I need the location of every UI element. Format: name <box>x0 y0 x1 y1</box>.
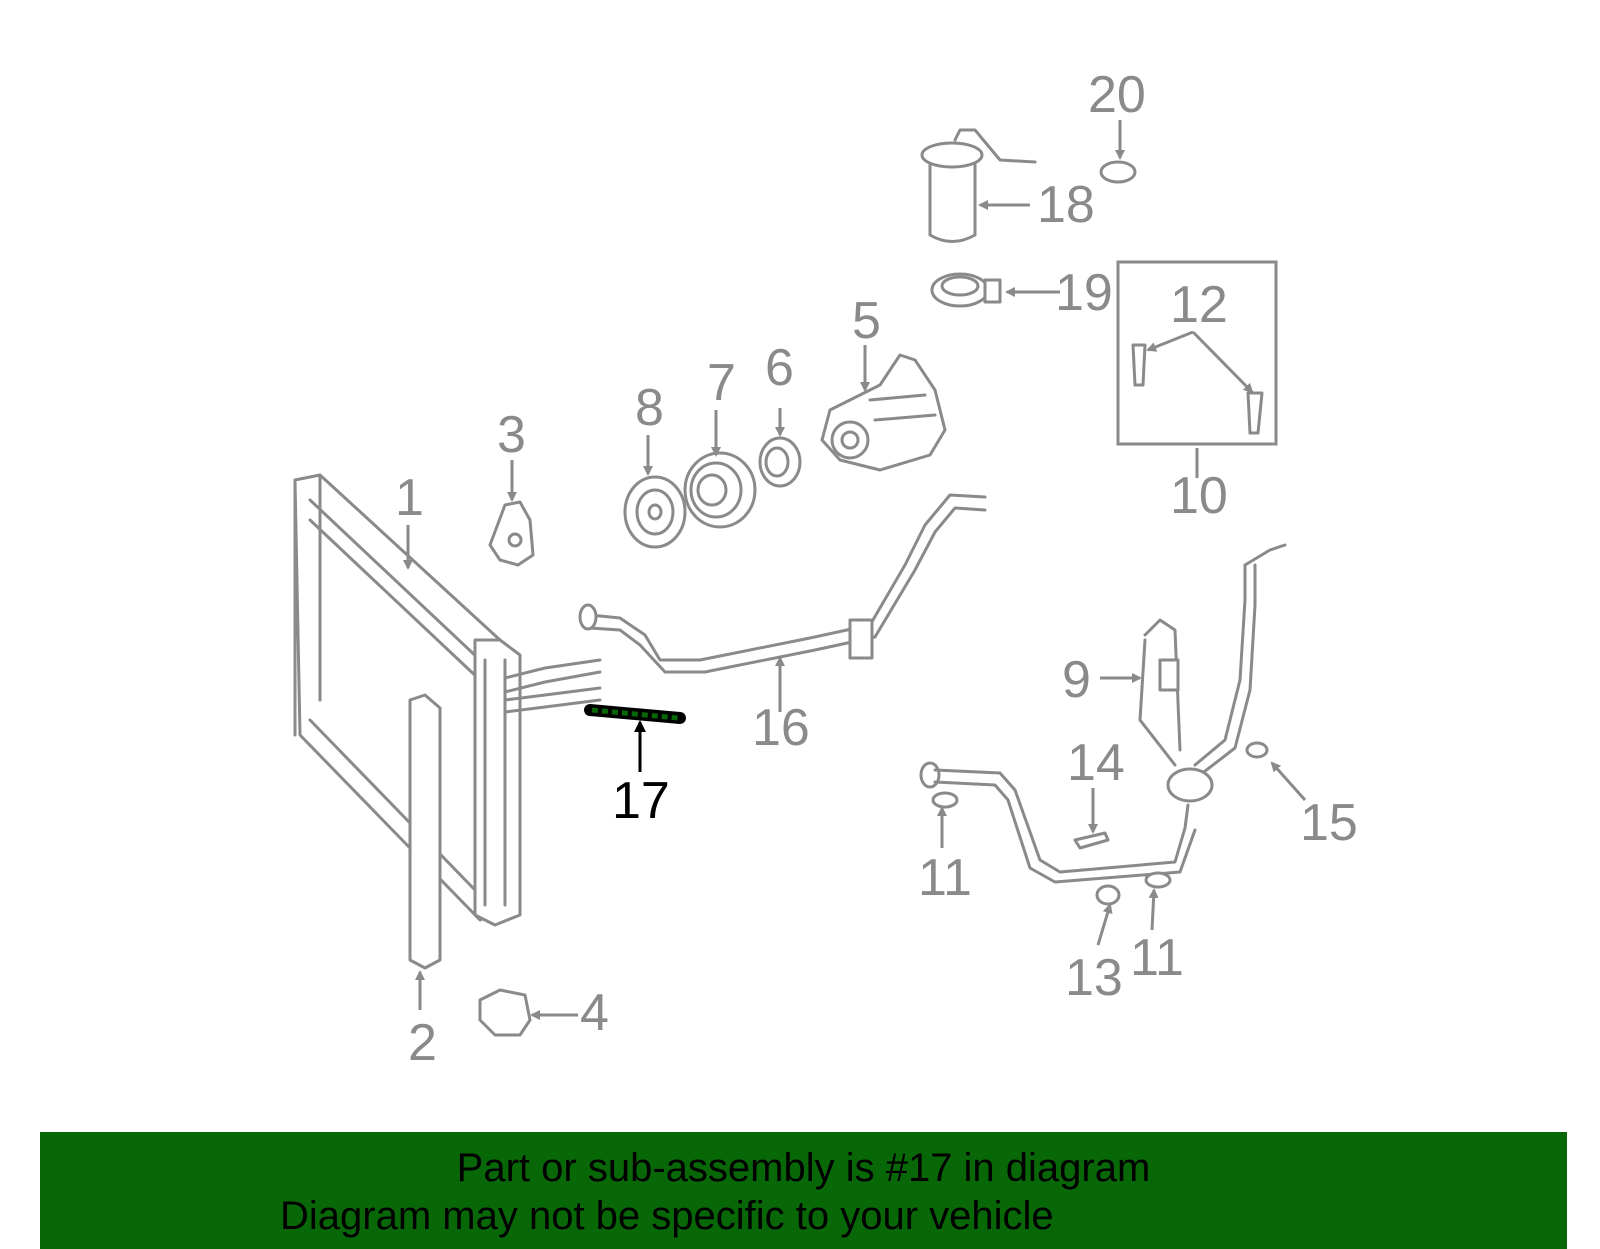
part-20-cap <box>1099 160 1137 184</box>
part-19-clamp <box>930 272 1002 308</box>
callout-1: 1 <box>395 469 424 527</box>
banner-line-part: Part or sub-assembly is #17 in diagram <box>456 1146 1151 1190</box>
part-5-compressor <box>820 353 947 472</box>
part-14-valve <box>1073 831 1110 850</box>
callout-numbers: 1 2 3 4 5 6 7 8 9 10 11 11 11 12 13 14 1… <box>395 66 1358 1072</box>
part-18-drier <box>920 128 1037 243</box>
condenser-tubes <box>503 658 602 714</box>
part-9-hose <box>1138 543 1287 803</box>
callout-2: 2 <box>408 1014 437 1072</box>
callout-16: 16 <box>752 699 810 757</box>
banner-line-disclaimer: Diagram may not be specific to your vehi… <box>280 1194 1054 1238</box>
callout-13: 13 <box>1065 949 1123 1007</box>
part-4-mount <box>478 988 532 1037</box>
part-2-bracket <box>408 693 442 970</box>
callout-3: 3 <box>497 406 526 464</box>
part-8-pulley <box>623 475 687 549</box>
callout-18: 18 <box>1037 176 1095 234</box>
part-10-bolt-kit <box>1116 260 1278 446</box>
callout-4: 4 <box>580 984 609 1042</box>
callout-7: 7 <box>707 354 736 412</box>
part-17-hose <box>584 704 686 724</box>
part-6-ring <box>758 436 802 488</box>
callout-5: 5 <box>852 292 881 350</box>
callout-12: 12 <box>1170 276 1228 334</box>
callout-19: 19 <box>1055 264 1113 322</box>
callout-8: 8 <box>635 379 664 437</box>
part-7-pulley <box>683 451 757 529</box>
part-15-bolt <box>1245 741 1269 759</box>
part-11-line <box>919 761 1197 884</box>
callout-14: 14 <box>1067 734 1125 792</box>
callout-20: 20 <box>1088 66 1146 124</box>
callout-11b: 11 <box>1130 929 1184 987</box>
info-banner: Part or sub-assembly is #17 in diagram D… <box>40 1132 1567 1249</box>
callout-11a: 11 <box>918 849 972 907</box>
part-16-line <box>578 493 987 674</box>
callout-10: 10 <box>1170 467 1228 525</box>
part-11-cap <box>1144 871 1172 889</box>
callout-6: 6 <box>765 339 794 397</box>
callout-9: 9 <box>1062 651 1091 709</box>
part-3-bracket <box>488 500 535 567</box>
part-13-cap <box>1095 884 1121 906</box>
leader-lines <box>403 120 1307 1020</box>
callout-17: 17 <box>612 772 670 830</box>
callout-15: 15 <box>1300 794 1358 852</box>
